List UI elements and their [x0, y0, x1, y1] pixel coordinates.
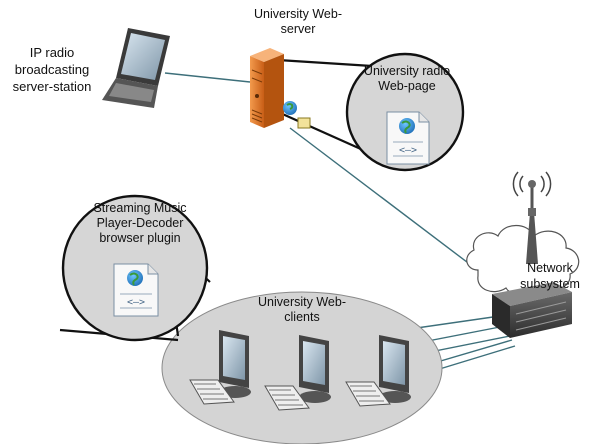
label-network: Network subsystem: [520, 261, 580, 291]
server-callout-connectors: [277, 58, 373, 156]
svg-text:<—>: <—>: [399, 145, 417, 156]
laptop-icon: [102, 28, 170, 108]
monitor-icon: [219, 330, 251, 398]
label-radio-station-line1: IP radio: [30, 45, 75, 60]
label-radio-webpage-line1: University radio: [364, 64, 450, 78]
doc-icon: [297, 117, 311, 129]
antenna-icon: [512, 171, 552, 264]
svg-text:<—>: <—>: [127, 297, 145, 308]
label-clients: University Web- clients: [258, 295, 346, 324]
label-network-line2: subsystem: [520, 277, 580, 291]
label-clients-line2: clients: [284, 310, 319, 324]
keyboard-icon: [264, 385, 310, 411]
label-clients-line1: University Web-: [258, 295, 346, 309]
label-web-server-line1: University Web-: [254, 7, 342, 21]
label-plugin-line3: browser plugin: [99, 231, 180, 245]
link-server-network: [289, 127, 489, 279]
label-web-server: University Web- server: [254, 7, 342, 36]
network-switch-icon: [492, 282, 572, 338]
monitor-icon: [299, 335, 331, 403]
monitor-icon: [379, 335, 411, 403]
link-laptop-server: [164, 72, 251, 83]
label-radio-webpage: University radio Web-page: [364, 64, 450, 93]
globe-icon: [283, 101, 297, 115]
webpage-icon: <—>: [386, 111, 430, 165]
label-radio-station: IP radio broadcasting server-station: [13, 45, 92, 94]
label-network-line1: Network: [527, 261, 574, 275]
label-radio-station-line2: broadcasting: [15, 62, 89, 77]
server-icon: [250, 48, 284, 128]
label-plugin: Streaming Music Player-Decoder browser p…: [93, 201, 186, 245]
label-radio-webpage-line2: Web-page: [378, 79, 435, 93]
label-plugin-line2: Player-Decoder: [97, 216, 184, 230]
label-web-server-line2: server: [281, 22, 316, 36]
label-radio-station-line3: server-station: [13, 79, 92, 94]
keyboard-icon: [345, 381, 391, 407]
webpage-icon: <—>: [113, 263, 159, 317]
keyboard-icon: [189, 379, 235, 405]
label-plugin-line1: Streaming Music: [93, 201, 186, 215]
